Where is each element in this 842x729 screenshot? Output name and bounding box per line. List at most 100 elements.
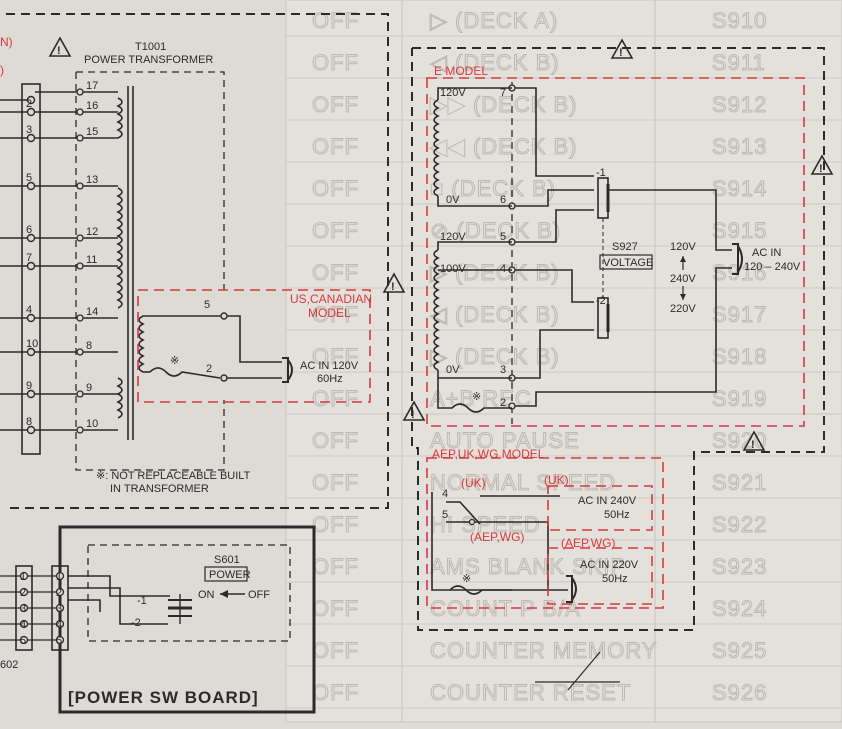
bg-function-7: ◁ (DECK B) — [430, 302, 560, 327]
e-tap-120v-1: 120V — [440, 87, 466, 99]
transformer-note-1: ※: NOT REPLACEABLE BUILT — [96, 470, 251, 482]
e-pin-4: 4 — [500, 263, 506, 275]
left-connector-pin: 7 — [26, 252, 32, 264]
bg-state-2: OFF — [312, 92, 359, 117]
bg-state-12: OFF — [312, 512, 359, 537]
left-connector-pin: 5 — [26, 172, 32, 184]
left-connector-pin: 8 — [26, 416, 32, 428]
bg-state-11: OFF — [312, 470, 359, 495]
bg-switch-16: S926 — [712, 680, 767, 705]
aep-aep-1: (AEP,WG) — [470, 530, 524, 544]
e-model-section: ! ! ! ! E MODEL 120V 0V 120V 100V 0V 7 6… — [402, 38, 834, 631]
warning-triangle-icon: ! — [610, 38, 634, 59]
e-sw-pos2: -2 — [596, 295, 606, 307]
svg-text:!: ! — [619, 47, 623, 59]
bg-function-4: ■ (DECK B) — [430, 176, 556, 201]
bg-switch-9: S919 — [712, 386, 767, 411]
bg-function-13: AMS BLANK SKIP — [430, 554, 626, 579]
aep-uk-2: (UK) — [544, 473, 569, 487]
e-ac-range: 120 – 240V — [744, 261, 801, 273]
connector-602-pin: 3 — [20, 603, 26, 615]
transformer-pin: 9 — [86, 382, 92, 394]
bg-function-0: ▷ (DECK A) — [430, 8, 558, 33]
connector-602-pin: 5 — [20, 635, 26, 647]
transformer-name: POWER TRANSFORMER — [84, 54, 213, 66]
transformer-pin: 8 — [86, 340, 92, 352]
bg-state-16: OFF — [312, 680, 359, 705]
e-switch-ref: S927 — [612, 241, 638, 253]
bg-state-7: OFF — [312, 302, 359, 327]
bg-function-12: HI SPEED — [430, 512, 541, 537]
power-sw-pin: 1 — [56, 571, 62, 583]
ac-plug-icon — [566, 575, 577, 603]
ac-plug-icon — [732, 243, 743, 275]
bg-state-10: OFF — [312, 428, 359, 453]
us-pin-2: 2 — [206, 363, 212, 375]
bg-state-1: OFF — [312, 50, 359, 75]
bg-state-5: OFF — [312, 218, 359, 243]
connector-strip-left — [21, 83, 41, 455]
left-connector-pin: 3 — [26, 124, 32, 136]
us-ac-freq: 60Hz — [317, 373, 343, 385]
bg-function-3: ◀◀ (DECK B) — [430, 134, 578, 159]
bg-switch-5: S915 — [712, 218, 767, 243]
power-sw-ref: S601 — [214, 554, 240, 566]
bg-switch-2: S912 — [712, 92, 767, 117]
aep-ac2-in: AC IN 220V — [580, 559, 639, 571]
svg-text:!: ! — [751, 439, 755, 451]
transformer-pin: 11 — [86, 254, 97, 266]
aep-ac1-freq: 50Hz — [604, 509, 630, 521]
bg-switch-3: S913 — [712, 134, 767, 159]
power-sw-board-label: [POWER SW BOARD] — [68, 688, 259, 707]
warning-triangle-icon: ! — [382, 272, 406, 293]
transformer-pin: 13 — [86, 174, 98, 186]
bg-switch-0: S910 — [712, 8, 767, 33]
bg-function-10: AUTO PAUSE — [430, 428, 580, 453]
bg-switch-15: S925 — [712, 638, 767, 663]
power-sw-pos2: -2 — [131, 617, 141, 629]
us-canadian-model: US,CANADIAN MODEL 5 2 ※ AC IN 120V 60Hz — [137, 289, 372, 403]
bg-switch-13: S923 — [712, 554, 767, 579]
us-model-label-2: MODEL — [308, 306, 351, 320]
bg-switch-6: S916 — [712, 260, 767, 285]
power-sw-name: POWER — [209, 569, 251, 581]
e-pin-5: 5 — [500, 231, 506, 243]
bg-state-4: OFF — [312, 176, 359, 201]
e-pin-7: 7 — [500, 87, 506, 99]
bg-state-3: OFF — [312, 134, 359, 159]
left-connector-pin: 9 — [26, 380, 32, 392]
connector-602-pin: 2 — [20, 587, 26, 599]
bg-state-13: OFF — [312, 554, 359, 579]
e-model-label: E MODEL — [434, 64, 488, 78]
bg-switch-4: S914 — [712, 176, 767, 201]
left-connector-pin: 10 — [26, 338, 38, 350]
power-sw-board-box — [58, 525, 316, 714]
e-v-220: 220V — [670, 303, 696, 315]
bg-switch-12: S922 — [712, 512, 767, 537]
warning-triangle-icon: ! — [402, 400, 426, 421]
aep-pin-5: 5 — [442, 509, 448, 521]
bg-function-11: NORMAL SPEED — [430, 470, 616, 495]
left-connector-pin: 6 — [26, 224, 32, 236]
e-switch-name: VOLTAGE — [603, 257, 653, 269]
bg-switch-7: S917 — [712, 302, 767, 327]
aep-ac2-freq: 50Hz — [602, 573, 628, 585]
left-connector-pin: 2 — [26, 98, 32, 110]
bg-switch-10: S920 — [712, 428, 767, 453]
power-sw-pin: 4 — [56, 619, 62, 631]
bg-state-8: OFF — [312, 344, 359, 369]
e-v-120: 120V — [670, 241, 696, 253]
e-tap-0v-1: 0V — [446, 194, 460, 206]
bg-state-9: OFF — [312, 386, 359, 411]
power-sw-pos1: -1 — [137, 595, 147, 607]
aep-uk-wg-section: AEP,UK,WG MODEL 4 5 (UK) (AEP,WG) (UK) (… — [426, 447, 664, 609]
power-sw-pin: 2 — [56, 587, 62, 599]
power-sw-pin: 5 — [56, 635, 62, 647]
aep-uk-1: (UK) — [461, 476, 486, 490]
e-pin-3: 3 — [500, 364, 506, 376]
bg-state-14: OFF — [312, 596, 359, 621]
e-ac-in: AC IN — [752, 247, 781, 259]
transformer-outer-box — [6, 13, 389, 509]
svg-text:※: ※ — [170, 355, 179, 367]
